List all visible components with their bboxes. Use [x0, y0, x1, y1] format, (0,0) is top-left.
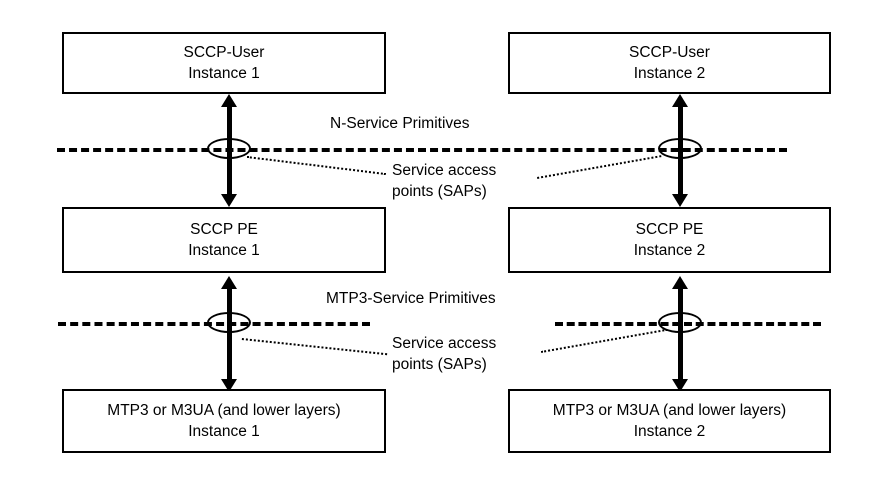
box-mtp3-m3ua-instance-1: MTP3 or M3UA (and lower layers) Instance… — [62, 389, 386, 453]
arrow-head-down-right-lower — [672, 379, 688, 392]
boundary-line-n-service — [57, 148, 787, 152]
box-label-line2: Instance 1 — [188, 65, 260, 82]
box-label-line2: Instance 1 — [188, 242, 260, 259]
arrow-head-up-right-upper — [672, 94, 688, 107]
arrow-head-up-left-upper — [221, 94, 237, 107]
box-label-line2: Instance 1 — [188, 423, 260, 440]
arrow-head-up-right-lower — [672, 276, 688, 289]
box-label-line1: SCCP-User — [183, 44, 265, 61]
leader-line-sap-lower-right — [541, 328, 668, 353]
box-sccp-user-instance-2: SCCP-User Instance 2 — [508, 32, 831, 94]
label-sap-lower: Service access points (SAPs) — [392, 333, 496, 375]
label-sap-lower-line1: Service access — [392, 335, 497, 352]
box-label-line1: SCCP PE — [635, 221, 704, 238]
box-label-line1: MTP3 or M3UA (and lower layers) — [552, 402, 787, 419]
leader-line-sap-upper-left — [246, 156, 386, 176]
label-sap-upper-line1: Service access — [392, 162, 497, 179]
box-label-line2: Instance 2 — [633, 423, 706, 440]
box-label-line1: MTP3 or M3UA (and lower layers) — [107, 402, 341, 419]
label-sap-upper: Service access points (SAPs) — [392, 160, 496, 202]
box-sccp-pe-instance-1: SCCP PE Instance 1 — [62, 207, 386, 273]
sap-ellipse-left-lower — [207, 312, 251, 333]
arrow-head-down-right-upper — [672, 194, 688, 207]
sap-ellipse-left-upper — [207, 138, 251, 159]
label-sap-upper-line2: points (SAPs) — [392, 183, 487, 200]
label-mtp3-service-primitives: MTP3-Service Primitives — [326, 290, 496, 307]
box-label-line2: Instance 2 — [633, 242, 706, 259]
arrow-head-up-left-lower — [221, 276, 237, 289]
box-sccp-pe-instance-2: SCCP PE Instance 2 — [508, 207, 831, 273]
box-label-line1: SCCP-User — [629, 44, 710, 61]
label-n-service-primitives: N-Service Primitives — [330, 115, 470, 132]
box-sccp-user-instance-1: SCCP-User Instance 1 — [62, 32, 386, 94]
box-label-line1: SCCP PE — [190, 221, 258, 238]
leader-line-sap-lower-left — [241, 338, 388, 356]
box-mtp3-m3ua-instance-2: MTP3 or M3UA (and lower layers) Instance… — [508, 389, 831, 453]
arrow-head-down-left-upper — [221, 194, 237, 207]
label-sap-lower-line2: points (SAPs) — [392, 356, 487, 373]
sap-ellipse-right-upper — [658, 138, 702, 159]
arrow-head-down-left-lower — [221, 379, 237, 392]
sap-ellipse-right-lower — [658, 312, 702, 333]
leader-line-sap-upper-right — [537, 155, 662, 179]
box-label-line2: Instance 2 — [633, 65, 706, 82]
